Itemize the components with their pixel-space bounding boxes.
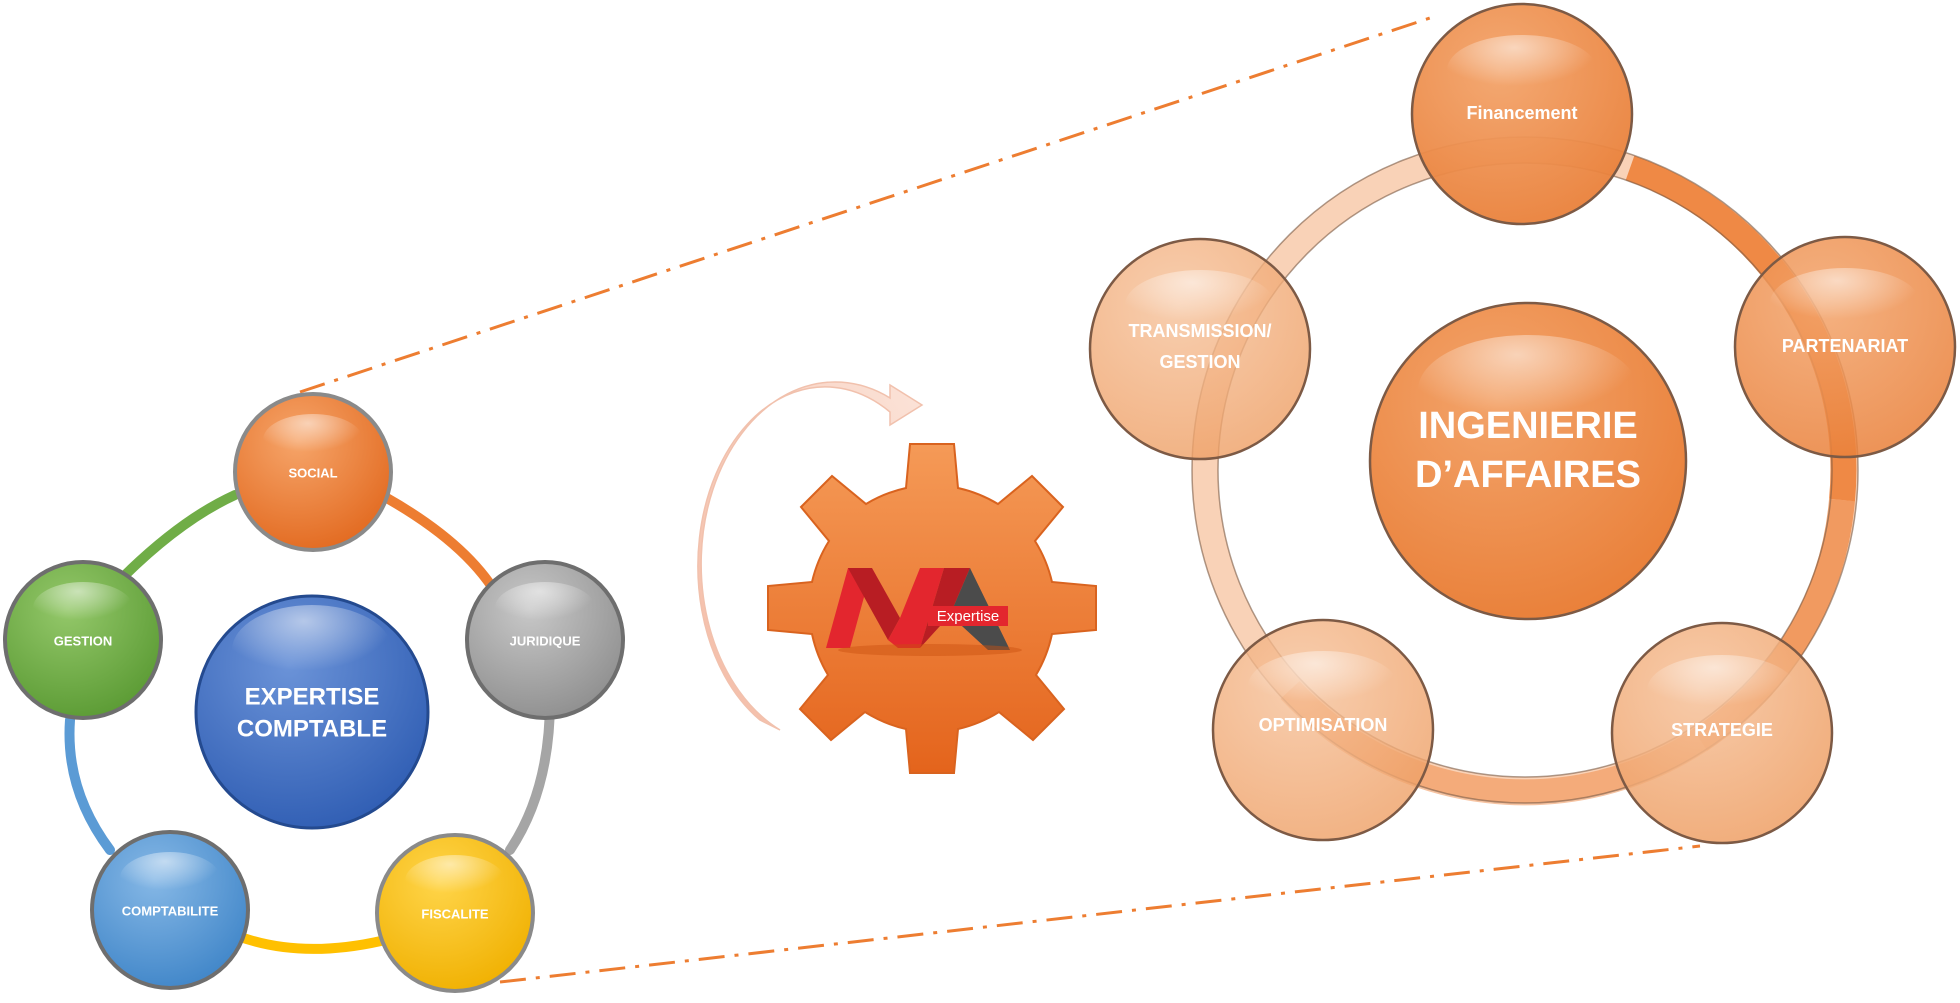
node-transmission-label-1: TRANSMISSION/ <box>1128 321 1271 341</box>
projection-line-bottom <box>499 844 1701 984</box>
ring-arc-comptabilite-gestion <box>64 715 115 855</box>
brand-label: Expertise <box>937 608 1000 625</box>
node-gestion-label: GESTION <box>54 633 113 648</box>
center-node-ingenierie-shine <box>1418 335 1638 445</box>
node-transmission-shine <box>1125 270 1275 340</box>
node-strategie-shine <box>1647 655 1797 725</box>
node-comptabilite-label: COMPTABILITE <box>122 903 219 918</box>
node-fiscalite-shine <box>405 855 505 907</box>
node-partenariat-label: PARTENARIAT <box>1782 336 1908 356</box>
left-cycle: EXPERTISE COMPTABLE SOCIAL JURIDIQUE FIS… <box>3 392 625 993</box>
node-social-label: SOCIAL <box>288 465 337 480</box>
node-financement-label: Financement <box>1466 103 1577 123</box>
node-transmission-label-2: GESTION <box>1159 352 1240 372</box>
node-comptabilite-shine <box>120 852 220 904</box>
node-juridique-label: JURIDIQUE <box>510 633 581 648</box>
center-node-shine <box>232 605 392 695</box>
node-partenariat-shine <box>1770 268 1920 338</box>
center-label-line-2: COMPTABLE <box>237 715 387 742</box>
ring-arc-social-juridique <box>380 492 505 605</box>
node-juridique-shine <box>495 582 595 634</box>
node-social-shine <box>263 414 363 466</box>
brand-tag <box>928 606 1008 626</box>
ring-arc-fiscalite-comptabilite <box>230 930 390 954</box>
node-strategie-label: STRATEGIE <box>1671 720 1773 740</box>
cycle-arrow-icon <box>697 381 924 731</box>
center-label-line-1: EXPERTISE <box>245 683 380 710</box>
node-optimisation-label: OPTIMISATION <box>1259 715 1388 735</box>
center-label-line-2: D’AFFAIRES <box>1415 454 1641 496</box>
center-label-line-1: INGENIERIE <box>1418 405 1638 447</box>
node-optimisation-shine <box>1248 651 1398 721</box>
ring-arc-gestion-social <box>115 490 240 585</box>
node-financement-shine <box>1447 35 1597 105</box>
node-fiscalite-label: FISCALITE <box>421 906 488 921</box>
node-gestion-shine <box>33 582 133 634</box>
gear-logo: Expertise <box>697 381 1097 774</box>
ring-arc-juridique-fiscalite <box>505 695 555 855</box>
right-cycle: INGENIERIE D’AFFAIRES Financement PARTEN… <box>1088 2 1957 845</box>
